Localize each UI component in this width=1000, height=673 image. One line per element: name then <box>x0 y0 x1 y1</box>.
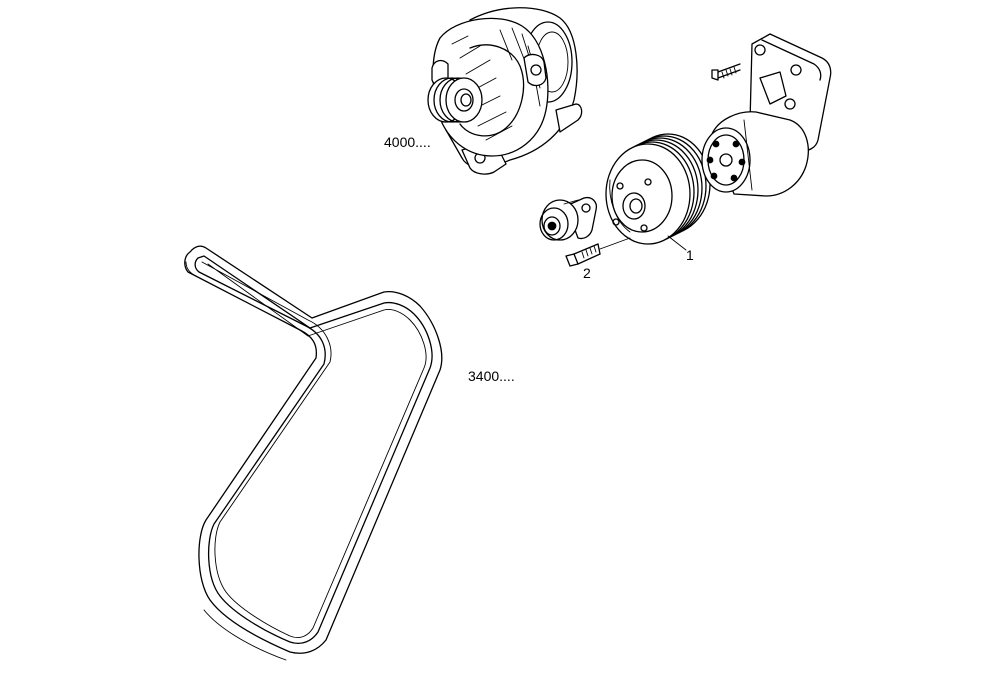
callout-belt: 3400.... <box>468 368 515 384</box>
callout-bolt: 2 <box>583 265 591 281</box>
alternator <box>427 7 583 175</box>
fan-pulley <box>605 133 711 245</box>
belt-tensioner <box>539 196 598 241</box>
pump-bracket-assembly <box>701 33 832 197</box>
callout-pulley: 1 <box>686 247 694 263</box>
pulley-bolt <box>565 243 601 267</box>
leader-line-bolt <box>599 237 631 250</box>
callout-alternator: 4000.... <box>384 134 431 150</box>
leader-line-pulley <box>667 235 687 251</box>
poly-v-belt <box>184 245 443 661</box>
